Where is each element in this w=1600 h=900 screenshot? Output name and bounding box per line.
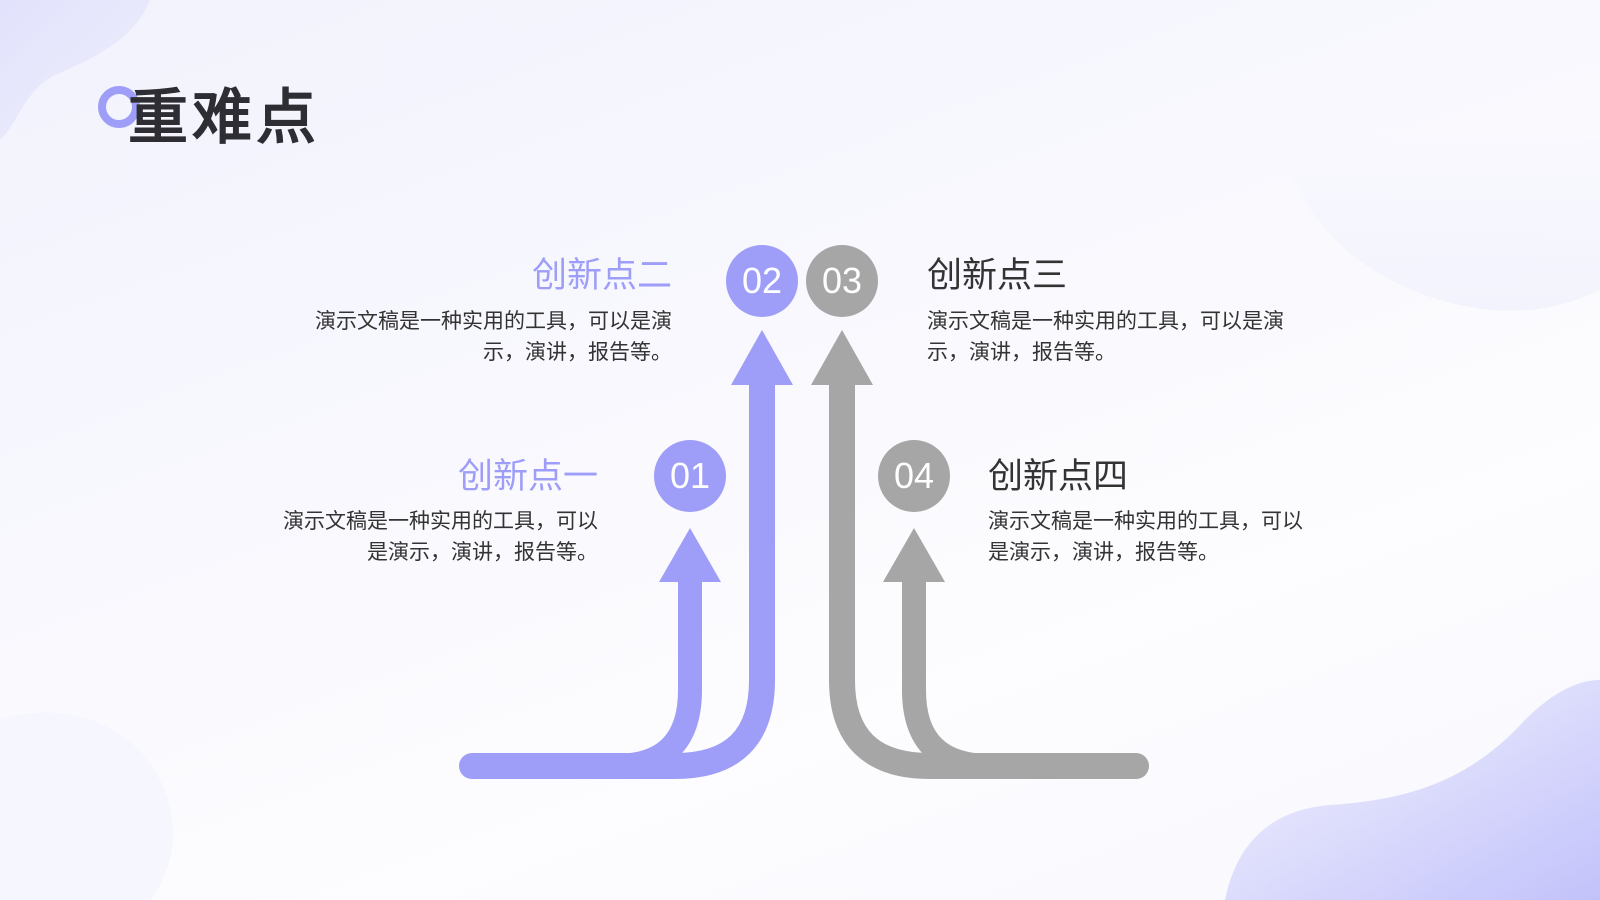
badge-01: 01	[654, 440, 726, 512]
item-01-heading: 创新点一	[457, 457, 598, 497]
title-block: 重难点	[98, 84, 398, 164]
corner-blob-top-left	[0, 0, 150, 140]
arrow-04-head	[883, 528, 945, 582]
item-03-description: 演示文稿是一种实用的工具，可以是演 示，演讲，报告等。	[927, 309, 1284, 364]
item-01-description: 演示文稿是一种实用的工具，可以 是演示，演讲，报告等。	[283, 509, 598, 564]
badge-04: 04	[878, 440, 950, 512]
arrow-03	[829, 372, 1149, 779]
title-ring-icon	[98, 86, 140, 128]
item-03-heading: 创新点三	[927, 256, 1068, 296]
arrow-04	[902, 570, 1148, 778]
item-04-description: 演示文稿是一种实用的工具，可以 是演示，演讲，报告等。	[988, 509, 1303, 564]
corner-blob-top-right	[1290, 127, 1600, 311]
corner-blob-bottom-left	[0, 712, 174, 900]
arrow-03-head	[811, 330, 873, 385]
item-04-heading: 创新点四	[988, 457, 1129, 497]
arrow-02	[459, 372, 775, 779]
arrow-01-head	[659, 528, 721, 582]
arrow-01	[460, 570, 702, 778]
item-02-description: 演示文稿是一种实用的工具，可以是演 示，演讲，报告等。	[315, 309, 672, 364]
corner-blob-bottom-right	[1225, 680, 1600, 900]
page-title: 重难点	[128, 83, 320, 153]
arrow-02-head	[731, 330, 793, 385]
badge-03: 03	[806, 245, 878, 317]
badge-02: 02	[726, 245, 798, 317]
item-02-heading: 创新点二	[531, 256, 672, 296]
